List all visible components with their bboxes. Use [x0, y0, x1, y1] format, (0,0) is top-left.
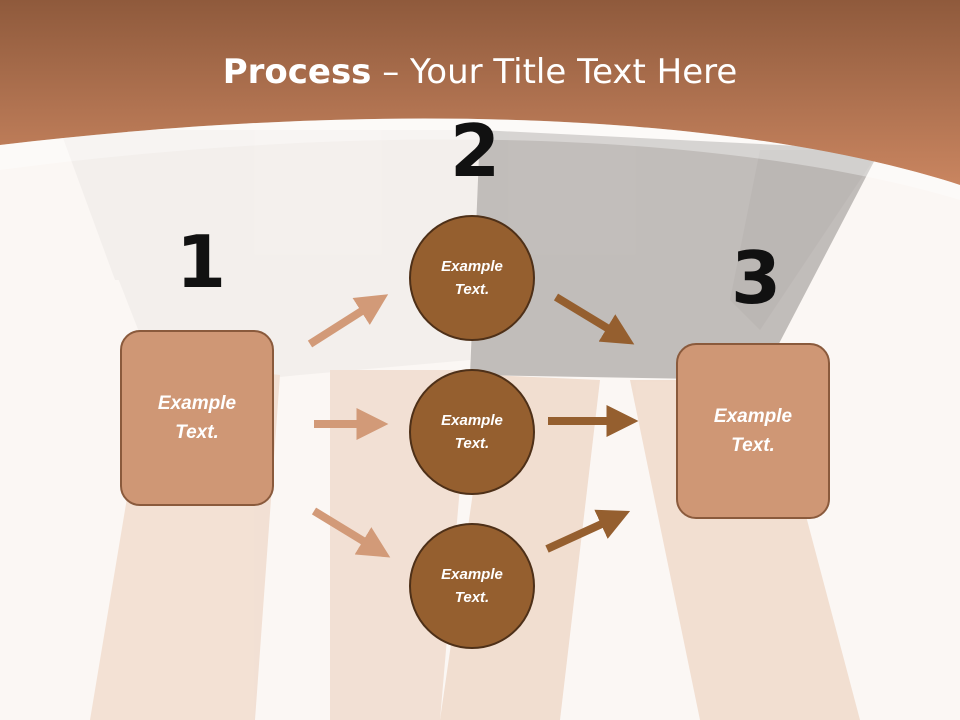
circle-top-label: Example Text.: [441, 258, 503, 298]
circle-middle: Example Text.: [409, 369, 535, 495]
arrow-left-to-top: [307, 294, 389, 348]
arrow-left-to-bottom: [311, 507, 391, 558]
right-box: Example Text.: [676, 343, 830, 519]
circle-bottom-label: Example Text.: [441, 566, 503, 606]
circle-bottom: Example Text.: [409, 523, 535, 649]
left-box-label: Example Text.: [157, 393, 237, 443]
title-bold: Process: [222, 52, 372, 92]
circle-top: Example Text.: [409, 215, 535, 341]
left-box: Example Text.: [120, 330, 274, 506]
arrow-bottom-to-right: [545, 509, 631, 553]
step-number-3: 3: [731, 236, 782, 320]
step-number-2: 2: [450, 109, 501, 193]
title-rest: – Your Title Text Here: [371, 52, 738, 92]
circle-middle-label: Example Text.: [441, 412, 503, 452]
right-box-label: Example Text.: [713, 406, 793, 456]
arrow-top-to-right: [553, 293, 635, 345]
slide-title: Process – Your Title Text Here: [0, 52, 960, 92]
step-number-1: 1: [176, 220, 227, 304]
